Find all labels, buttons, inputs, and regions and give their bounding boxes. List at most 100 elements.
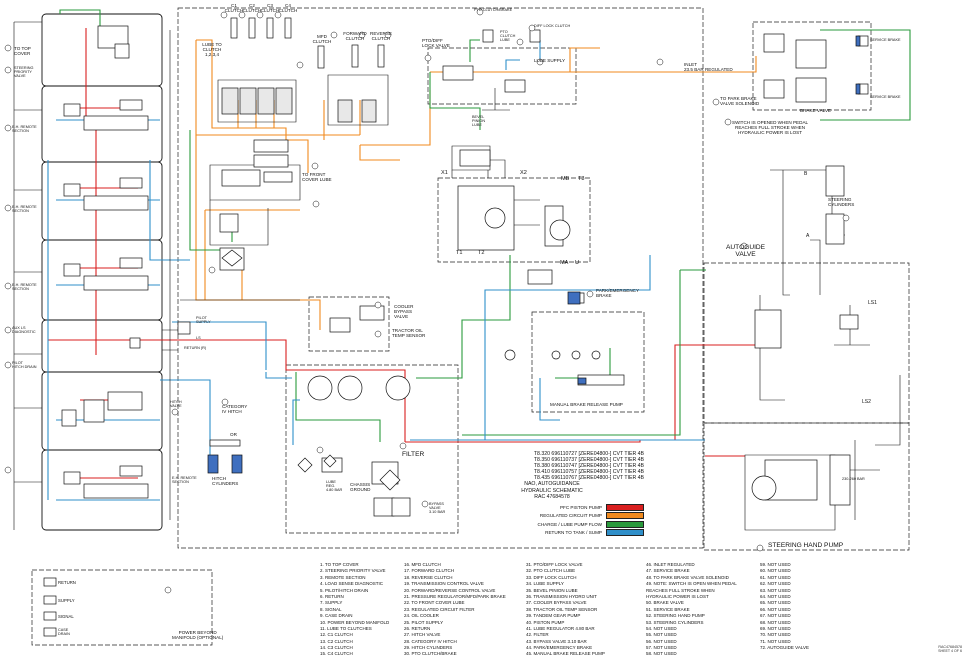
- title-line: T8.380 696110747 [ZERE04800-] CVT TIER 4…: [533, 463, 644, 470]
- filter-label: FILTER: [402, 451, 425, 458]
- key-entry: 9. CASE DRAIN: [320, 613, 353, 619]
- charge-lube-lines: [59, 9, 911, 442]
- c4-clutch-label: C4 CLUTCH: [278, 3, 298, 14]
- lube-to-clutch-label: LUBE TO CLUTCH 1,2,3,4: [202, 42, 222, 58]
- key-entry: 51. SERVICE BRAKE: [646, 606, 690, 612]
- legend-swatch: [606, 520, 644, 528]
- key-entry: 26. RETURN: [404, 625, 431, 631]
- key-entry: 4. LOAD SENSE DIAGNOSTIC: [320, 581, 384, 587]
- key-entry: 45. MANUAL BRAKE RELEASE PUMP: [526, 651, 605, 657]
- key-entry: 21. PRESSURE REGULATOR/MFD/PARK BRAKE: [404, 593, 506, 599]
- t3-label: T3: [578, 176, 585, 182]
- key-entry: 41. LUBE REGULATOR 4.80 BAR: [526, 625, 595, 631]
- category-iv-hitch-label: CATEGORY IV HITCH: [222, 404, 248, 415]
- return-r-label: RETURN (R): [184, 346, 207, 350]
- manual-brake-release-label: MANUAL BRAKE RELEASE PUMP: [550, 402, 623, 407]
- key-entry: 67. NOT USED: [760, 613, 791, 619]
- pto-clutch-lube-label: PTO CLUTCH LUBE: [500, 30, 516, 43]
- key-entry: 22. TO FRONT COVER LUBE: [404, 600, 465, 606]
- key-entry: 29. HITCH CYLINDERS: [404, 645, 453, 651]
- cooler-bypass-label: COOLER BYPASS VALVE: [394, 304, 414, 320]
- key-entry: 54. NOT USED: [646, 625, 677, 631]
- ls-label: LS: [196, 336, 201, 340]
- ls2-label: LS2: [862, 399, 871, 405]
- steering-cylinders-label: STEERING CYLINDERS: [828, 197, 855, 208]
- key-entry: 43. BYPASS VALVE 3.10 BAR: [526, 638, 587, 644]
- remote-valve-stack: [41, 13, 163, 531]
- key-entry: 16. MFD CLUTCH: [404, 562, 441, 567]
- transmission-hydro-box: [437, 177, 591, 263]
- key-entry: 38. TRACTOR OIL TEMP SENSOR: [526, 606, 598, 612]
- diff-lock-clutch-label: DIFF LOCK CLUTCH: [534, 24, 571, 28]
- eh-remote-label-1: E.H. REMOTE SECTION: [12, 125, 37, 134]
- service-brake-box: [752, 21, 872, 111]
- key-entry: 58. NOT USED: [646, 651, 677, 657]
- key-entry: HYDRAULIC POWER IS LOST: [646, 593, 709, 599]
- title-line: NAO, AUTOGUIDANCE: [524, 481, 580, 488]
- service-brake-label-1: SERVICE BRAKE: [870, 38, 901, 42]
- key-entry: 61. NOT USED: [760, 574, 791, 580]
- to-park-brake-solenoid-label: TO PARK BRAKE VALVE SOLENOID: [720, 96, 760, 107]
- pfc-piston-lines: [48, 28, 761, 479]
- key-entry: 31. PTO/DIFF LOCK VALVE: [526, 562, 583, 567]
- key-entry: 39. TANDEM GEAR PUMP: [526, 613, 581, 619]
- key-entry: 40. PISTON PUMP: [526, 619, 565, 625]
- pilot-hitch-drain-label: PILOT HITCH DRAIN: [12, 361, 37, 370]
- key-entry: 69. NOT USED: [760, 625, 791, 631]
- key-entry: 14. C3 CLUTCH: [320, 645, 353, 651]
- brake-valve-label: BRAKE VALVE: [800, 108, 831, 113]
- pb-return-label: RETURN: [58, 580, 76, 585]
- key-entry: 2. STEERING PRIORITY VALVE: [320, 568, 386, 574]
- key-entry: 3. REMOTE SECTION: [320, 574, 366, 580]
- legend-label: PFC PISTON PUMP: [559, 504, 602, 510]
- legend-label: REGULATED CIRCUIT PUMP: [539, 513, 602, 519]
- title-line: RAC 47684578: [534, 493, 570, 500]
- key-entry: 64. NOT USED: [760, 593, 791, 599]
- brake-release-box: [531, 311, 645, 413]
- eh-remote-label-2: E.H. REMOTE SECTION: [12, 205, 37, 214]
- key-entry: 53. STEERING CYLINDERS: [646, 619, 704, 625]
- key-entry: 59. NOT USED: [760, 562, 791, 567]
- to-top-cover-label: TO TOP COVER: [14, 46, 31, 57]
- key-entry: 28. CATEGORY IV HITCH: [404, 638, 457, 644]
- key-entry: 5. PILOT/HITCH DRAIN: [320, 587, 369, 593]
- legend-swatch: [606, 503, 644, 511]
- key-entry: 56. NOT USED: [646, 638, 677, 644]
- key-entry: 55. NOT USED: [646, 632, 677, 638]
- return-lines: [47, 40, 705, 501]
- ptodiff-lock-box: [427, 47, 577, 105]
- clutch-springs: [230, 17, 385, 69]
- pilot-supply-label: PILOT SUPPLY: [196, 316, 211, 325]
- oil-temp-sensor-label: TRACTOR OIL TEMP SENSOR: [392, 328, 426, 339]
- key-entry: REACHES FULL STROKE WHEN: [646, 587, 715, 593]
- pb-case-drain-label: CASE DRAIN: [58, 628, 70, 637]
- legend-swatch: [606, 512, 644, 520]
- port-b-label: B: [804, 171, 808, 177]
- switch-note-label: SWITCH IS OPENED WHEN PEDAL REACHES FULL…: [732, 120, 809, 136]
- autoguide-valve-label: AUTOGUIDE VALVE: [726, 244, 766, 258]
- ptodiff-lock-label: PTO/DIFF LOCK VALVE: [422, 38, 450, 49]
- key-entry: 8. SIGNAL: [320, 606, 342, 612]
- inlet-regulated-label: INLET 23.5 BAR REGULATED: [684, 62, 733, 73]
- key-entry: 35. BEVEL PINION LUBE: [526, 587, 578, 593]
- key-entry: 60. NOT USED: [760, 568, 791, 574]
- sheet-reference: RAC47684578 SHEET 4 OF 6: [938, 645, 962, 653]
- remote-section-4: [41, 449, 163, 531]
- to-front-cover-lube-label: TO FRONT COVER LUBE: [302, 172, 332, 183]
- pressure-230-260-label: 230-260 BAR: [842, 477, 865, 481]
- key-entry: 11. LUBE TO CLUTCHES: [320, 625, 372, 631]
- title-block: T8.320 696110727 [ZERE04800-] CVT TIER 4…: [500, 451, 644, 500]
- lube-reg-label: LUBE REG. 4.80 BAR: [326, 480, 343, 493]
- key-entry: 49. NOTE: SWITCH IS OPEN WHEN PEDAL: [646, 581, 737, 587]
- key-entry: 34. LUBE SUPPLY: [526, 581, 564, 587]
- key-entry: 66. NOT USED: [760, 606, 791, 612]
- port-a-label: A: [806, 233, 810, 239]
- key-entry: 50. BRAKE VALVE: [646, 600, 684, 606]
- key-entry: 62. NOT USED: [760, 581, 791, 587]
- key-entry: 71. NOT USED: [760, 638, 791, 644]
- title-line: T8.410 696110757 [ZERE04800-] CVT TIER 4…: [533, 469, 644, 476]
- cooler-bypass-box: [308, 296, 390, 352]
